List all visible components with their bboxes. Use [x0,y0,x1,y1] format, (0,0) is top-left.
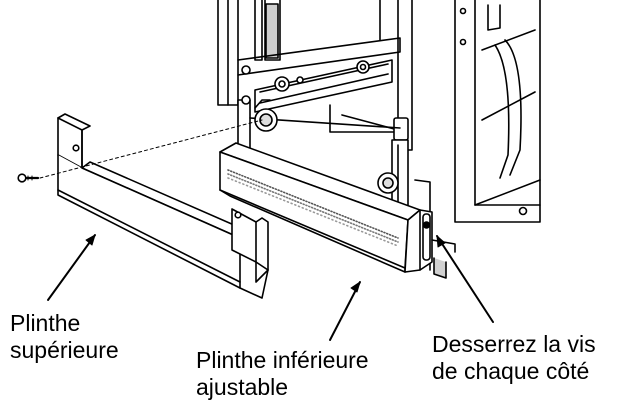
upper-plinth-part [57,113,269,299]
label-loosen-screw: Desserrez la vis de chaque côté [432,331,596,385]
label-loosen-screw-line1: Desserrez la vis [432,331,596,357]
label-upper-plinth-line2: supérieure [10,337,119,363]
lower-plinth-part [219,142,456,279]
label-lower-plinth-line1: Plinthe inférieure [196,347,369,373]
callout-arrow-lower-plinth [329,281,361,341]
label-loosen-screw-line2: de chaque côté [432,358,590,384]
label-upper-plinth: Plinthe supérieure [10,310,119,364]
label-lower-plinth-line2: ajustable [196,374,289,400]
screw-part [17,173,40,183]
callout-arrow-screw [436,235,494,323]
callout-arrow-upper-plinth [47,234,96,301]
dishwasher-frame [217,0,541,271]
label-upper-plinth-line1: Plinthe [10,310,81,336]
label-lower-plinth: Plinthe inférieure ajustable [196,347,369,401]
screw-alignment-dashed-line [39,119,263,179]
